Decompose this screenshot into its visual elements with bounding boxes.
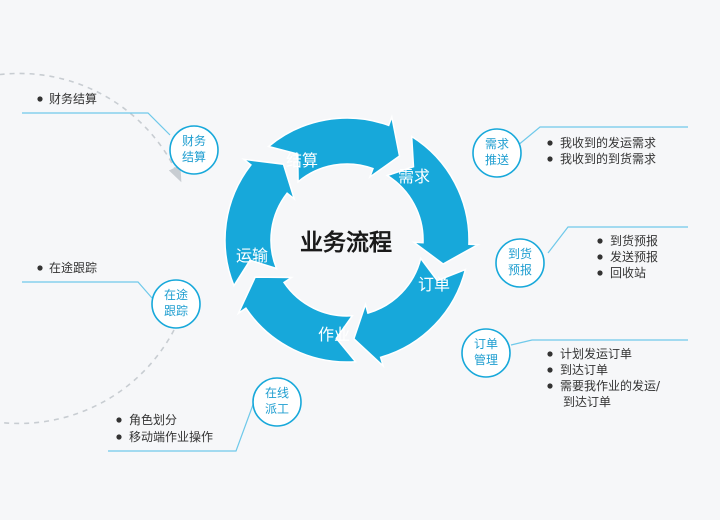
details-demand: 我收到的发运需求 我收到的到货需求 [547, 135, 656, 166]
detail-item: 回收站 [610, 266, 646, 280]
details-dispatch: 角色划分 移动端作业操作 [116, 413, 213, 444]
node-order-line1: 订单 [474, 337, 498, 351]
cycle-ring [224, 114, 481, 369]
detail-item: 角色划分 [129, 413, 177, 427]
leader-dispatch [108, 401, 255, 452]
detail-item: 我收到的到货需求 [560, 151, 656, 166]
detail-item: 到达订单 [560, 363, 608, 377]
node-order-line2: 管理 [474, 352, 498, 367]
leader-order [510, 339, 688, 346]
segment-operation [236, 276, 358, 363]
node-demand-line2: 推送 [485, 152, 509, 167]
outer-dashed-ring [0, 72, 182, 425]
leader-finance [22, 112, 171, 136]
details-tracking: 在途跟踪 [37, 260, 97, 275]
detail-item: 我收到的发运需求 [560, 135, 656, 150]
node-dispatch-line2: 派工 [265, 402, 289, 416]
node-arrival-forecast[interactable]: 到货 预报 [495, 238, 545, 288]
detail-item: 发送预报 [610, 249, 658, 264]
segment-label-transport: 运输 [236, 246, 268, 265]
node-finance-line1: 财务 [182, 133, 206, 148]
leader-arrival [547, 226, 688, 254]
segment-label-demand: 需求 [398, 167, 430, 186]
segment-label-order: 订单 [418, 275, 450, 294]
node-tracking-line2: 跟踪 [164, 304, 188, 318]
node-online-dispatch[interactable]: 在线 派工 [252, 377, 302, 427]
detail-item: 在途跟踪 [49, 260, 97, 275]
node-demand-push[interactable]: 需求 推送 [472, 128, 522, 178]
detail-item: 到货预报 [610, 233, 658, 248]
details-arrival: 到货预报 发送预报 回收站 [597, 233, 658, 280]
detail-item: 计划发运订单 [560, 346, 632, 361]
detail-item: 需要我作业的发运/ [560, 378, 661, 393]
leader-demand [516, 126, 688, 147]
node-arrival-line2: 预报 [508, 262, 532, 277]
segment-label-operation: 作业 [318, 325, 350, 344]
detail-item: 移动端作业操作 [129, 429, 213, 444]
details-finance: 财务结算 [37, 91, 97, 106]
node-finance-settlement[interactable]: 财务 结算 [169, 125, 219, 175]
center-title: 业务流程 [300, 229, 392, 256]
leader-tracking [22, 281, 153, 299]
detail-item: 到达订单 [563, 395, 611, 409]
node-in-transit-tracking[interactable]: 在途 跟踪 [151, 279, 201, 329]
node-demand-line1: 需求 [485, 137, 509, 151]
node-arrival-line1: 到货 [508, 246, 532, 261]
node-finance-line2: 结算 [182, 149, 206, 164]
details-order: 计划发运订单 到达订单 需要我作业的发运/ 到达订单 [547, 346, 661, 409]
detail-item: 财务结算 [49, 91, 97, 106]
segment-order [353, 256, 467, 369]
node-order-management[interactable]: 订单 管理 [461, 328, 511, 378]
segment-demand [385, 135, 481, 265]
node-dispatch-line1: 在线 [265, 386, 289, 400]
segment-transport [224, 158, 296, 288]
node-tracking-line1: 在途 [164, 287, 188, 302]
segment-settlement [267, 114, 401, 184]
segment-label-settlement: 结算 [286, 151, 318, 170]
